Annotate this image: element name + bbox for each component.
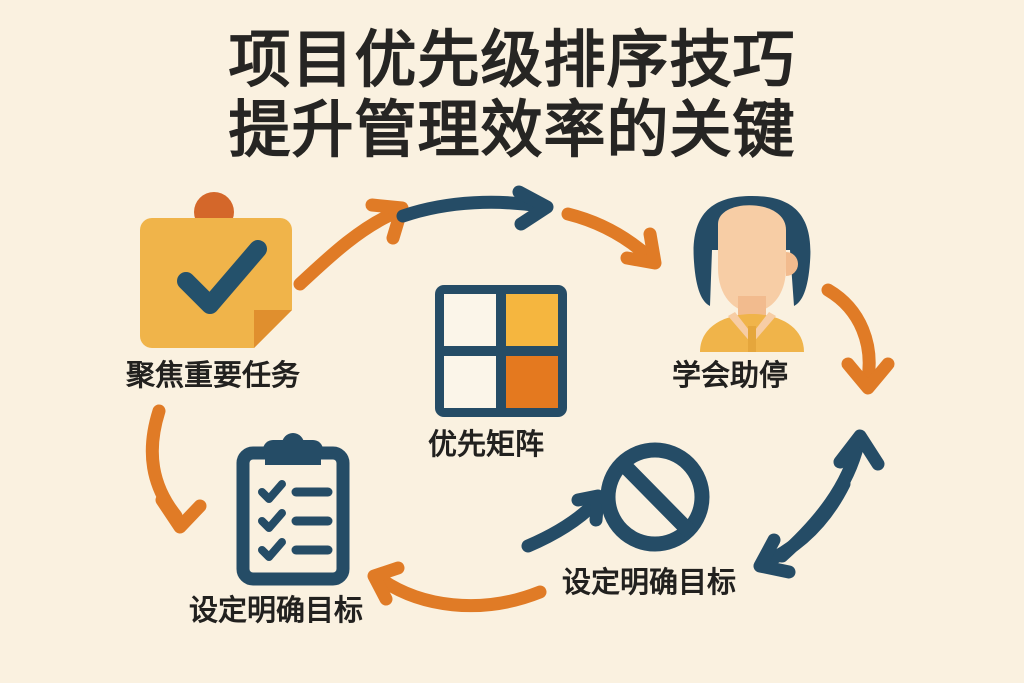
arrow-stop-to-goals (367, 561, 547, 613)
prohibition-sign-icon (600, 442, 710, 552)
arrow-matrix-top-across (396, 185, 554, 231)
node-label-focus-task: 聚焦重要任务 (126, 360, 301, 392)
person-avatar-icon (693, 196, 811, 352)
arrow-person-down-right (821, 283, 895, 395)
priority-matrix-icon (435, 285, 567, 417)
node-label-clear-goals: 设定明确目标 (189, 595, 364, 627)
clipboard-checklist-icon (236, 433, 350, 586)
node-label-stop-doing: 设定明确目标 (562, 567, 737, 599)
arrow-focus-to-matrix (293, 198, 409, 291)
sticky-note-check-icon (140, 192, 292, 348)
arrow-focus-down-to-goals (145, 404, 207, 534)
arrow-stop-to-matrix (521, 489, 605, 553)
page-title: 项目优先级排序技巧 提升管理效率的关键 (0, 26, 1024, 166)
arrow-top-to-person (561, 207, 662, 270)
node-label-priority-matrix: 优先矩阵 (428, 429, 545, 461)
title-line-1: 项目优先级排序技巧 (228, 26, 796, 95)
arrow-right-down-to-stop (753, 477, 851, 579)
node-label-learn-to-pause: 学会助停 (672, 360, 789, 392)
title-line-2: 提升管理效率的关键 (228, 96, 796, 165)
